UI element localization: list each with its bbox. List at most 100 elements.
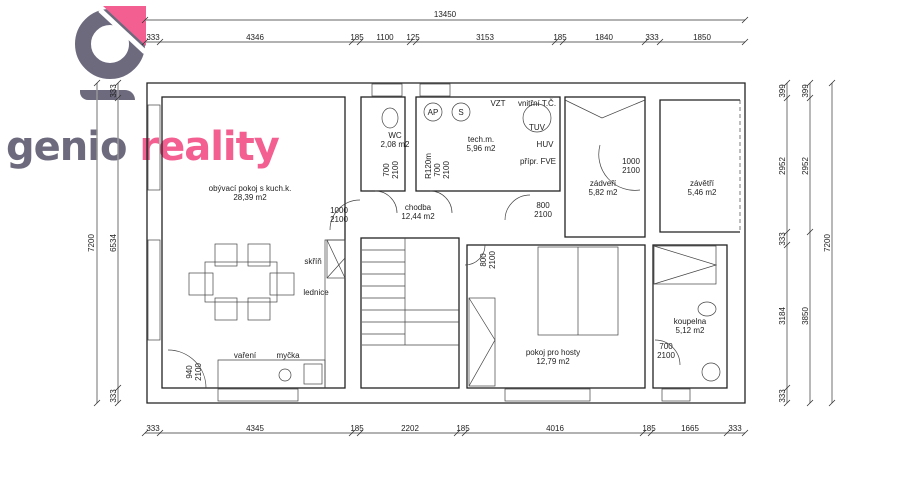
door-width: 700 [382,163,391,177]
room-wc-area: 2,08 m2 [381,140,410,149]
toilet-bath-icon [697,301,717,317]
dim-top-8: 333 [645,33,659,42]
room-living-area: 28,39 m2 [233,193,267,202]
dim-top-0: 333 [146,33,160,42]
door-width: 1000 [622,157,640,166]
room-bath-name: koupelna [674,317,707,326]
shower [653,245,718,285]
dim-top-4: 125 [406,33,420,42]
dim-left-0: 333 [109,84,118,98]
bed [537,246,619,336]
door-width: 700 [659,342,673,351]
dimension-right: 399 2952 333 3184 333 399 2952 3850 7200 [778,79,836,407]
logo-word-reality: reality [139,124,279,170]
dim-bottom-7: 1665 [681,424,699,433]
entrance-steps [564,99,646,119]
dimension-bottom: 333 4345 185 2202 185 4016 185 1665 333 [141,424,749,437]
door-width: 700 [433,163,442,177]
dim-right-2: 333 [778,232,787,246]
label-cooking: vaření [234,351,257,360]
room-porch-area: 5,46 m2 [688,188,717,197]
dim-bottom-3: 2202 [401,424,419,433]
logo: genio reality [6,124,280,170]
label-dishwasher: myčka [276,351,300,360]
door-height: 2100 [534,210,552,219]
dim-bottom-8: 333 [728,424,742,433]
ap-unit-icon [423,102,443,122]
dim-left-total: 7200 [87,234,96,252]
toilet-wc-icon [381,107,399,129]
room-bath-area: 5,12 m2 [676,326,705,335]
label-wardrobe: skříň [304,257,321,266]
room-tech-name: tech.m. [468,135,494,144]
dim-right-1: 2952 [778,157,787,175]
s-unit-icon [451,102,471,122]
label-heat-pump: vnitřní T.Č. [518,99,556,108]
dim-right-total: 7200 [823,234,832,252]
windows [147,83,691,402]
dim-right-mid-1: 2952 [801,157,810,175]
door-width: 1000 [330,206,348,215]
door-width: 800 [536,201,550,210]
room-living-name: obývací pokoj s kuch.k. [209,184,292,193]
dim-top-total: 13450 [434,10,457,19]
dim-right-4: 333 [778,389,787,403]
dining-table [188,243,295,321]
room-hall-name: chodba [405,203,432,212]
door-swings [167,144,681,389]
door-height: 2100 [330,215,348,224]
room-wc-name: WC [388,131,402,140]
label-tuv: TUV [529,123,546,132]
kitchen-counter [217,239,346,388]
dim-top-3: 1100 [376,33,394,42]
dim-left-1: 6534 [109,234,118,252]
room-hall-area: 12,44 m2 [401,212,435,221]
staircase [362,238,459,346]
washbasin-icon [701,362,721,382]
dim-right-mid-2: 3850 [801,307,810,325]
door-height: 2100 [622,166,640,175]
label-huv: HUV [537,140,555,149]
label-r120: R120m [424,153,433,179]
logo-mark-icon [75,6,147,100]
room-vestibule-area: 5,82 m2 [589,188,618,197]
dimension-top: 13450 333 4346 185 1100 125 3153 185 184… [141,10,749,46]
door-width: 800 [479,253,488,267]
room-porch-name: závětří [690,179,715,188]
dim-right-0: 399 [778,84,787,98]
tuv-tank-icon [522,103,552,133]
door-height: 2100 [442,161,451,179]
dim-right-3: 3184 [778,307,787,325]
dimension-left: 7200 333 6534 333 [87,79,122,407]
dim-top-1: 4346 [246,33,264,42]
dim-bottom-5: 4016 [546,424,564,433]
dim-right-mid-0: 399 [801,84,810,98]
door-height: 2100 [488,251,497,269]
door-height: 2100 [194,363,203,381]
dim-bottom-4: 185 [456,424,470,433]
dim-bottom-6: 185 [642,424,656,433]
room-vestibule-name: zádveří [590,179,617,188]
dim-left-2: 333 [109,389,118,403]
logo-word-genio: genio [6,124,127,170]
room-guest-name: pokoj pro hosty [526,348,580,357]
label-vzt: VZT [490,99,505,108]
dim-bottom-0: 333 [146,424,160,433]
dim-top-2: 185 [350,33,364,42]
label-ap: AP [428,108,439,117]
wardrobe-guest [468,297,496,387]
dim-top-9: 1850 [693,33,711,42]
door-dimensions: 1000 2100 700 2100 700 2100 800 2100 100… [185,157,675,381]
dim-top-7: 1840 [595,33,613,42]
label-s: S [458,108,463,117]
label-fridge: lednice [303,288,329,297]
dim-bottom-2: 185 [350,424,364,433]
dim-top-6: 185 [553,33,567,42]
room-guest-area: 12,79 m2 [536,357,570,366]
label-fve: přípr. FVE [520,157,556,166]
door-width: 940 [185,365,194,379]
dim-top-5: 3153 [476,33,494,42]
door-height: 2100 [391,161,400,179]
door-height: 2100 [657,351,675,360]
